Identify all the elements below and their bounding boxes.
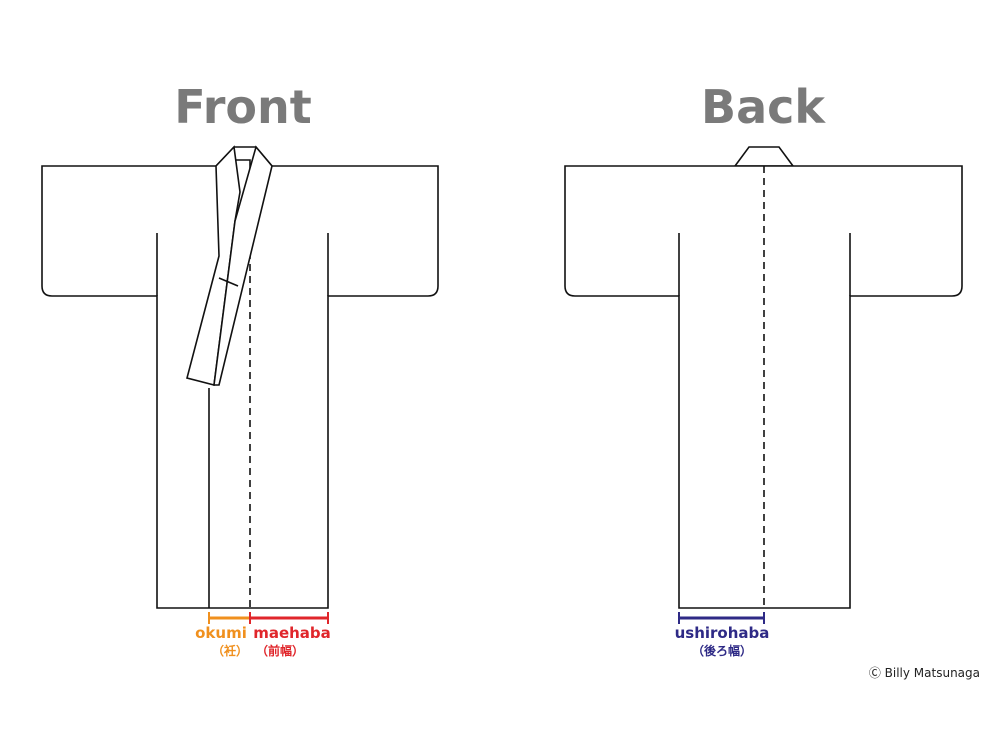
- back-view: Back ushirohaba （後ろ幅）: [564, 80, 963, 658]
- front-collar-seam: [218, 277, 239, 287]
- back-collar: [733, 146, 795, 167]
- maehaba-label: maehaba: [253, 624, 331, 642]
- okumi-sublabel: （衽）: [212, 643, 248, 658]
- front-collar-overlap: [213, 145, 273, 386]
- front-kimono-outline: [41, 146, 439, 609]
- ushirohaba-measure: ushirohaba （後ろ幅）: [675, 612, 770, 658]
- ushirohaba-sublabel: （後ろ幅）: [692, 643, 752, 658]
- maehaba-sublabel: （前幅）: [256, 643, 304, 658]
- front-title: Front: [174, 80, 312, 134]
- front-view: Front okumi （衽） maehaba （前幅）: [41, 80, 439, 658]
- back-title: Back: [701, 80, 826, 134]
- maehaba-measure: maehaba （前幅）: [249, 612, 331, 658]
- ushirohaba-label: ushirohaba: [675, 624, 770, 642]
- copyright-credit: Ⓒ Billy Matsunaga: [869, 666, 980, 680]
- okumi-measure: okumi （衽）: [195, 612, 251, 658]
- okumi-label: okumi: [195, 624, 247, 642]
